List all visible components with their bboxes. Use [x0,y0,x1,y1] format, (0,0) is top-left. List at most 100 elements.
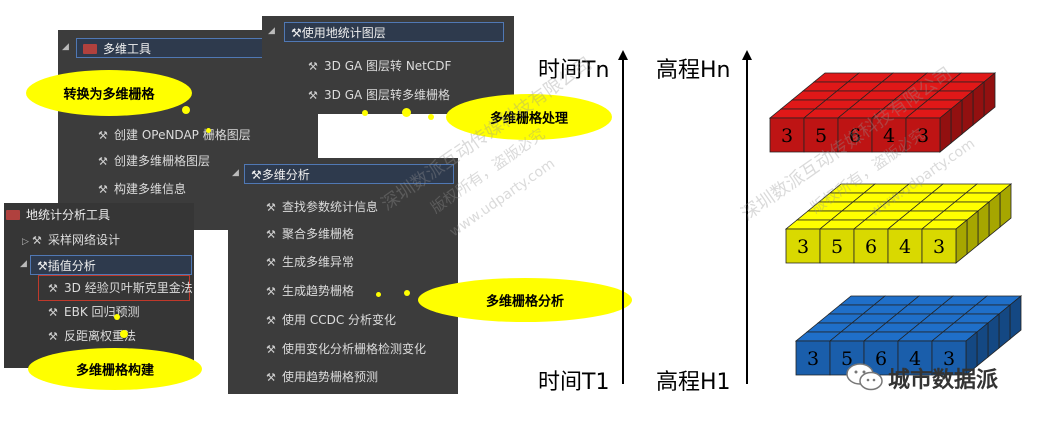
blue-slab-top-cell [862,331,911,342]
red-slab-top-cell [813,99,862,110]
yellow-slab-value: 3 [797,236,809,258]
yellow-slab-front-cell [819,228,855,264]
tool-item[interactable]: ⚒3D GA 图层转多维栅格 [308,84,450,106]
hammer-icon: ⚒ [251,168,262,182]
red-slab-top-cell [948,72,997,83]
blue-slab-top-cell [828,331,877,342]
elevation-axis-arrow [742,50,752,60]
tool-item[interactable]: ⚒查找参数统计信息 [266,196,378,218]
expand-triangle-icon[interactable]: ◢ [62,42,69,52]
yellow-slab-front-cell [785,228,821,264]
hammer-icon: ⚒ [48,330,58,343]
red-slab-top-cell [835,81,884,92]
watermark-text: www.udparty.com [866,135,978,221]
tool-item[interactable]: ⚒3D GA 图层转 NetCDF [308,55,451,77]
tool-item[interactable]: ⚒EBK 回归预测 [48,301,140,323]
interpolation-header[interactable]: ⚒插值分析 [30,255,192,275]
multidim-analysis-header[interactable]: ⚒多维分析 [244,164,454,184]
bubble-dot [206,128,211,133]
red-slab-front-cell [769,117,805,153]
blue-slab-top-cell [974,295,1023,306]
multidim-tools-header[interactable]: 多维工具 [76,38,286,58]
red-slab-top-cell [915,99,964,110]
red-slab-value: 5 [815,125,827,147]
yellow-slab-value: 4 [899,236,911,258]
red-slab-side-cell [939,108,952,153]
hammer-icon: ⚒ [98,183,108,196]
hammer-icon: ⚒ [32,234,42,247]
convert-bubble: 转换为多维栅格 [28,72,190,114]
yellow-slab-side-cell [966,210,979,255]
red-slab-top-cell [903,81,952,92]
red-slab-top-cell [802,108,851,119]
toolbox-icon [83,44,97,54]
red-slab-top-cell [869,81,918,92]
red-slab-top-cell [892,90,941,101]
bubble-dot [120,330,128,338]
elevation-bottom-label: 高程H1 [656,370,731,395]
blue-slab-side-cell [998,304,1011,349]
tool-item[interactable]: ⚒生成趋势栅格 [266,280,354,302]
yellow-slab-top-cell [795,210,844,221]
build-bubble: 多维栅格构建 [30,350,200,388]
tool-item[interactable]: ⚒反距离权重法 [48,325,136,347]
blue-slab-value: 3 [807,348,819,370]
elevation-top-label: 高程Hn [656,58,731,83]
blue-slab-top-cell [816,313,865,324]
hammer-icon: ⚒ [266,228,276,241]
brand-name: 城市数据派 [888,368,999,393]
tool-item[interactable]: ⚒创建多维栅格图层 [98,150,210,172]
ebk3d-highlight-box [38,275,190,301]
yellow-slab-top-cell [862,183,911,194]
bubble-dot [402,108,411,117]
tool-item[interactable]: ⚒聚合多维栅格 [266,223,354,245]
blue-slab-top-cell [805,322,854,333]
blue-slab-side-cell [987,313,1000,358]
yellow-slab-top-cell [964,183,1013,194]
red-slab-top-cell [870,108,919,119]
expand-triangle-icon[interactable]: ◢ [20,259,27,269]
red-slab-side-cell [972,81,985,126]
tool-item[interactable]: ⚒生成多维异常 [266,251,354,273]
geostat-layers-panel: ⚒使用地统计图层 ◢ ⚒3D GA 图层转 NetCDF ⚒3D GA 图层转多… [262,16,514,114]
watermark-text: www.udparty.com [446,155,558,241]
tool-item[interactable]: ⚒使用变化分析栅格检测变化 [266,338,426,360]
yellow-slab-top-cell [953,192,1002,203]
expand-triangle-icon[interactable]: ◢ [232,168,239,178]
elevation-axis-line [746,58,748,384]
tool-item[interactable]: ⚒使用 CCDC 分析变化 [266,309,396,331]
red-slab-top-cell [880,72,929,83]
bubble-dot [362,110,368,116]
sampling-design-item[interactable]: ▷⚒采样网络设计 [22,229,120,251]
geostat-analyst-header[interactable]: 地统计分析工具 [6,204,110,226]
yellow-slab-top-cell [806,201,855,212]
red-slab-top-cell [858,90,907,101]
hammer-icon: ⚒ [98,155,108,168]
tool-item[interactable]: ⚒构建多维信息 [98,178,186,200]
yellow-slab-top-cell [908,201,957,212]
yellow-slab-top-cell [863,210,912,221]
red-slab-top-cell [836,108,885,119]
time-axis-line [622,58,624,384]
bubble-dot [376,292,381,297]
tool-item[interactable]: ⚒使用趋势栅格预测 [266,366,378,388]
tool-item[interactable]: ⚒创建 OPeNDAP 栅格图层 [98,124,251,146]
geostat-layers-header[interactable]: ⚒使用地统计图层 [284,22,504,42]
red-slab-top-cell [914,72,963,83]
yellow-slab-top-cell [784,219,833,230]
blue-slab-front-cell [795,340,831,376]
blue-slab-top-cell [952,313,1001,324]
watermark-text: 深圳数派互动传媒科技有限公司 [737,63,957,226]
yellow-slab-front-cell [853,228,889,264]
expand-triangle-icon[interactable]: ◢ [268,26,275,36]
yellow-slab-top-cell [852,219,901,230]
blue-slab-top-cell [896,331,945,342]
tool-item[interactable]: ⚒3D 经验贝叶斯克里金法 [48,277,193,299]
blue-slab-side-cell [976,322,989,367]
red-slab-side-cell [961,90,974,135]
yellow-slab-value: 5 [831,236,843,258]
red-slab-top-cell [812,72,861,83]
yellow-slab-top-cell [829,210,878,221]
yellow-slab-top-cell [828,183,877,194]
hammer-icon: ⚒ [266,285,276,298]
